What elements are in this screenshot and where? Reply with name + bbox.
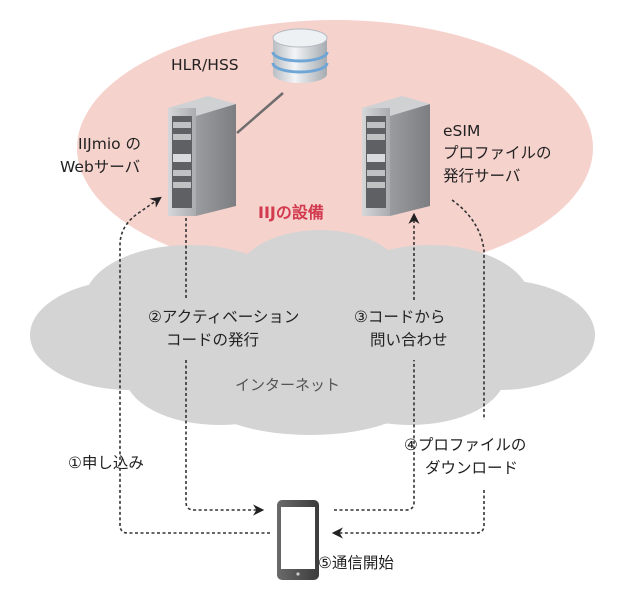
- esim-server-label-line2: プロファイルの: [443, 144, 552, 162]
- smartphone-icon: [277, 500, 319, 580]
- web-server-label-line2: Webサーバ: [60, 158, 140, 176]
- iij-facility-label: IIJの設備: [258, 203, 324, 222]
- internet-label: インターネット: [235, 376, 340, 394]
- step-2-arrow: [185, 218, 262, 510]
- step-1-arrow: [119, 196, 270, 534]
- step-5-label: ⑤通信開始: [318, 554, 394, 572]
- database-icon: [271, 28, 329, 83]
- step-4-arrow: [334, 199, 485, 533]
- web-server-label-line1: IIJmio の: [78, 135, 141, 153]
- web-server-icon: [168, 96, 236, 216]
- esim-server-label-line3: 発行サーバ: [443, 167, 520, 185]
- esim-server-icon: [362, 96, 430, 216]
- step-2-label-line1: ②アクティベーション: [148, 308, 299, 326]
- step-3-label-line2: 問い合わせ: [370, 331, 448, 349]
- esim-server-label-line1: eSIM: [443, 122, 480, 140]
- step-1-label: ①申し込み: [68, 454, 144, 472]
- step-2-label-line2: コードの発行: [166, 331, 259, 349]
- step-4-label-line2: ダウンロード: [425, 459, 518, 477]
- hlr-hss-label: HLR/HSS: [171, 56, 239, 74]
- step-3-arrow: [334, 215, 414, 511]
- internet-cloud: [30, 230, 595, 435]
- db-connector-line: [236, 92, 284, 134]
- step-3-label-line1: ③コードから: [354, 308, 445, 326]
- step-4-label-line1: ④プロファイルの: [404, 436, 526, 454]
